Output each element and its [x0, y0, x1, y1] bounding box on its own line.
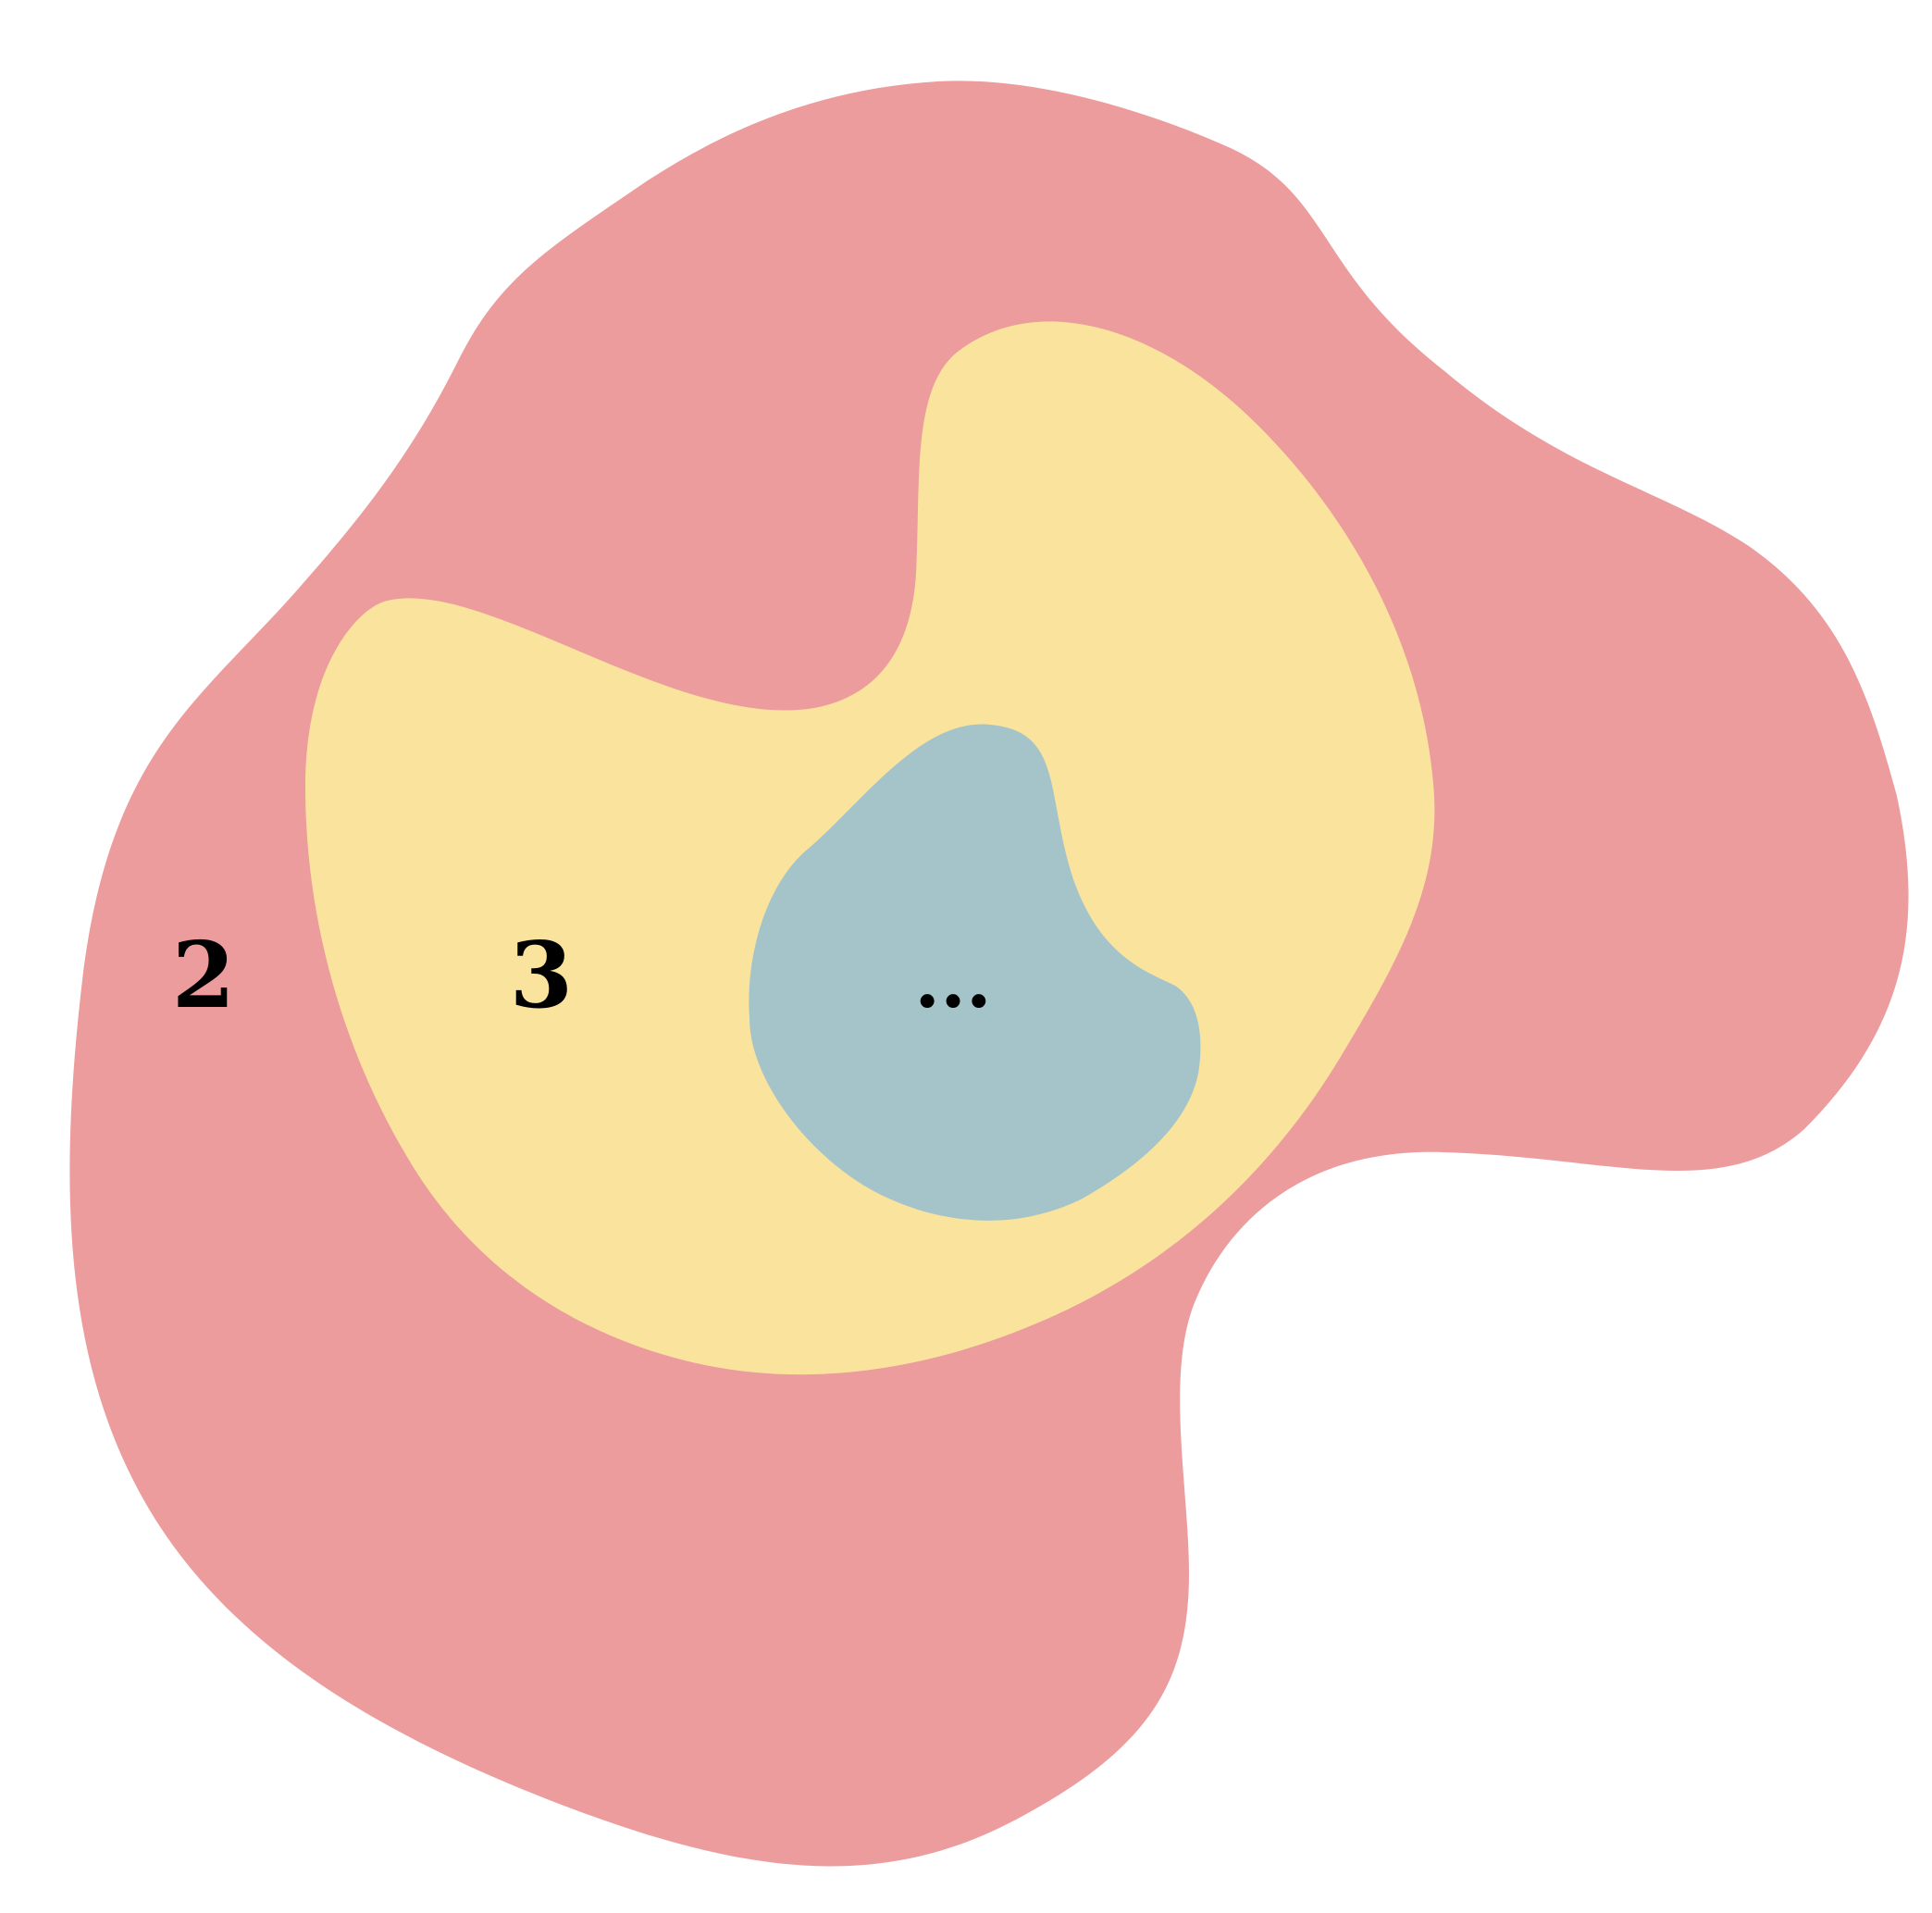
outer-region-label: 2 [172, 923, 235, 1029]
inner-region [749, 724, 1201, 1221]
inner-region-label: ... [914, 938, 992, 1025]
middle-region-label: 3 [510, 923, 573, 1029]
